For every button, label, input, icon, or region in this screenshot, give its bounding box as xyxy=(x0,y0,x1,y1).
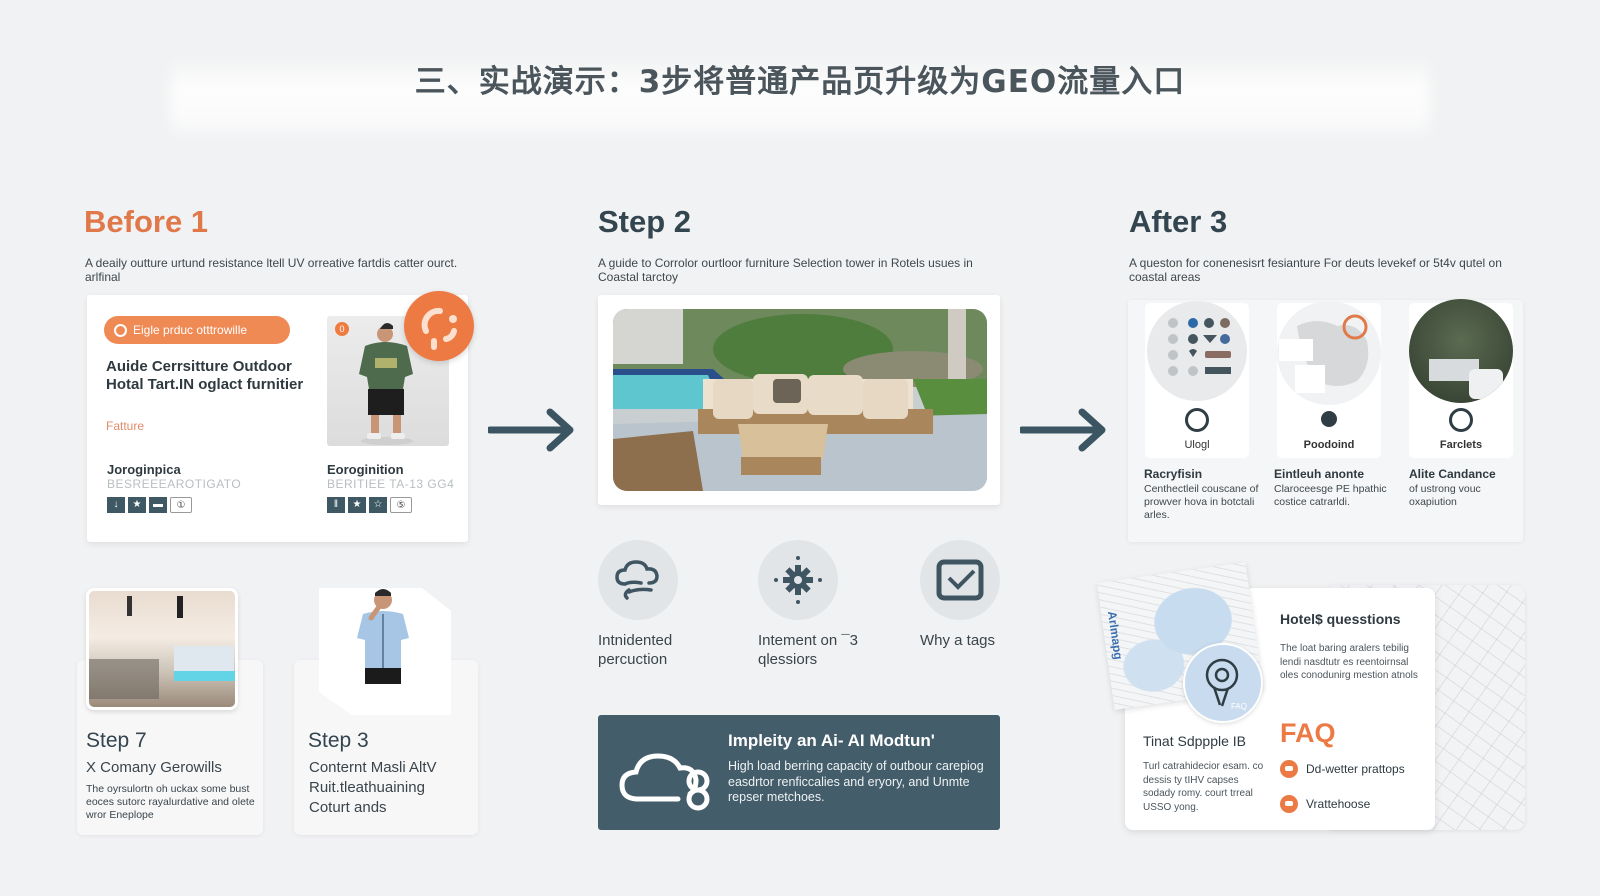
meta-tag-icons: ‖ ★ ☆ ⑤ xyxy=(327,497,454,513)
ai-module-banner: Impleity an Ai- AI Modtun' High load ber… xyxy=(598,715,1000,830)
faq-body: The loat baring aralers tebilig lendi na… xyxy=(1280,643,1418,681)
feature-item[interactable]: Intement on ¯3 qlessiors xyxy=(758,540,868,669)
feature-desc: Centhectleil couscane of prowver hova in… xyxy=(1144,483,1259,521)
faq-item-label: Vrattehoose xyxy=(1306,797,1371,811)
map-label: Arlmapg xyxy=(1104,610,1126,661)
product-pill-badge[interactable]: Eigle prduc otttrowille xyxy=(104,316,290,344)
download-icon[interactable]: ↓ xyxy=(107,497,125,513)
refresh-icon xyxy=(1449,408,1473,432)
arrow-right-icon xyxy=(1020,405,1112,455)
feature-label: Why a tags xyxy=(920,632,996,649)
faq-globe-icon: FAQ xyxy=(1183,643,1263,723)
loading-spinner-icon xyxy=(404,291,474,361)
feature-item[interactable]: Intnidented percuction xyxy=(598,540,708,669)
feature-item[interactable]: Why a tags xyxy=(920,540,1030,650)
gear-icon xyxy=(758,540,838,620)
cloud-link-icon xyxy=(619,753,710,811)
step3-subtitle: Conternt Masli AltV Ruit.tleathuaining C… xyxy=(309,759,437,816)
mini-card-label: Farclets xyxy=(1439,439,1483,451)
title-backdrop xyxy=(170,55,1430,140)
product-title: Auide Cerrsitture Outdoor Hotal Tart.IN … xyxy=(106,358,304,393)
bars-icon[interactable]: ‖ xyxy=(327,497,345,513)
step2-description: A guide to Corrolor ourtloor furniture S… xyxy=(598,256,973,284)
page-title: 三、实战演示：3步将普通产品页升级为GEO流量入口 xyxy=(414,64,1186,100)
step3-heading: Step 3 xyxy=(308,729,369,752)
model-photo xyxy=(319,588,451,715)
rating-icon[interactable]: ☆ xyxy=(369,497,387,513)
meta-name: Joroginpica xyxy=(107,462,181,477)
info-icon[interactable]: ① xyxy=(170,497,192,513)
faq-item-icon xyxy=(1280,795,1298,813)
pill-label: Eigle prduc otttrowille xyxy=(133,323,248,337)
checkbox-icon xyxy=(920,540,1000,620)
banner-body: High load berring capacity of outbour ca… xyxy=(728,759,984,804)
faq-left-title: Tinat Sdppple IB xyxy=(1143,733,1246,749)
feature-name: Eintleuh anonte xyxy=(1274,467,1364,481)
card-icon[interactable]: ▬ xyxy=(149,497,167,513)
feature-name: Racryfisin xyxy=(1144,467,1203,481)
step7-subtitle: X Comany Gerowills xyxy=(86,759,222,776)
faq-item-label: Dd-wetter prattops xyxy=(1306,762,1405,776)
faq-big-label: FAQ xyxy=(1280,718,1336,748)
app-grid-thumbnail xyxy=(1147,301,1247,401)
circle-icon xyxy=(114,323,127,337)
after-description: A queston for conenesisrt fesianture For… xyxy=(1129,256,1502,284)
globe-label: FAQ xyxy=(1230,702,1247,711)
step7-heading: Step 7 xyxy=(86,729,147,752)
blog-icon xyxy=(1185,408,1209,432)
interior-photo xyxy=(86,588,238,710)
before-heading: Before 1 xyxy=(84,204,209,239)
feature-desc: Claroceesge PE hpathic costice catrarldi… xyxy=(1274,483,1387,508)
faq-item[interactable]: Dd-wetter prattops xyxy=(1280,760,1405,778)
star-icon[interactable]: ★ xyxy=(348,497,366,513)
product-subtitle: Fatture xyxy=(106,419,145,433)
meta-name: Eoroginition xyxy=(327,462,404,477)
feature-label: Intement on ¯3 qlessiors xyxy=(758,632,859,668)
mini-card-blog[interactable]: Ulogl xyxy=(1145,301,1249,458)
mini-card-label: Ulogl xyxy=(1184,439,1210,451)
faq-item[interactable]: Vrattehoose xyxy=(1280,795,1370,813)
meta-code: BESREEEAROTIGATO xyxy=(107,477,242,491)
mini-card-product[interactable]: Poodoind xyxy=(1277,301,1381,458)
arrow-right-icon xyxy=(488,405,580,455)
info-dot-icon xyxy=(1321,411,1337,427)
before-description: A deaily outture urtund resistance ltell… xyxy=(85,256,458,284)
outdoor-furniture-photo xyxy=(613,309,987,491)
meta-tag-icons: ↓ ★ ▬ ① xyxy=(107,497,241,513)
faq-item-icon xyxy=(1280,760,1298,778)
brain-cloud-icon xyxy=(598,540,678,620)
step2-heading: Step 2 xyxy=(598,204,692,239)
product-model-photo xyxy=(327,316,449,446)
after-heading: After 3 xyxy=(1129,204,1228,239)
meta-code: BERITIEE TA-13 GG4 xyxy=(327,477,455,491)
garden-chair-thumbnail xyxy=(1409,299,1513,403)
step7-body: The oyrsulortn oh uckax some bust eoces … xyxy=(86,783,255,821)
banner-title: Impleity an Ai- AI Modtun' xyxy=(728,731,935,750)
mini-card-facets[interactable]: Farclets xyxy=(1409,299,1513,458)
image-count-badge: 0 xyxy=(335,322,349,336)
feature-desc: of ustrong vouc oxapiution xyxy=(1409,483,1481,508)
feature-label: Intnidented percuction xyxy=(598,632,673,668)
product-meta-2: Eoroginition BERITIEE TA-13 GG4 ‖ ★ ☆ ⑤ xyxy=(327,462,454,513)
product-meta-1: Joroginpica BESREEEAROTIGATO ↓ ★ ▬ ① xyxy=(107,462,241,513)
faq-title: Hotel$ quesstions xyxy=(1280,611,1401,627)
info-icon[interactable]: ⑤ xyxy=(390,497,412,513)
faq-left-body: Turl catrahidecior esam. co dessis ty tI… xyxy=(1143,761,1264,813)
mini-card-label: Poodoind xyxy=(1303,439,1355,451)
map-thumbnail xyxy=(1277,301,1381,405)
feature-name: Alite Candance xyxy=(1409,467,1496,481)
star-icon[interactable]: ★ xyxy=(128,497,146,513)
